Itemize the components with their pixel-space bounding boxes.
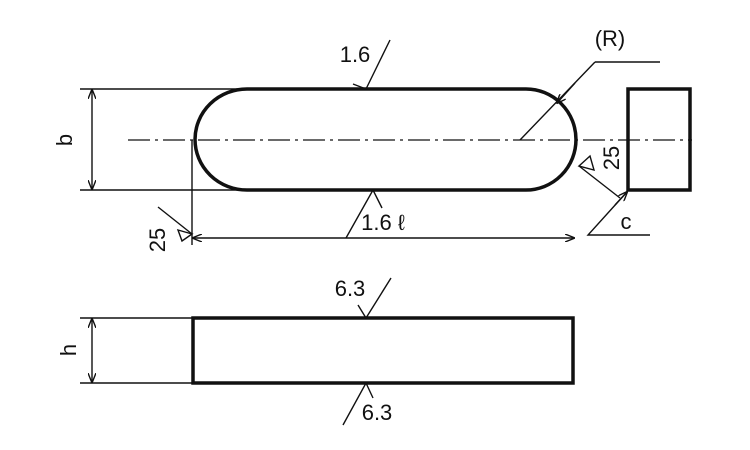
radius-label: (R) [595,26,626,51]
key-outline-side [191,316,575,385]
roughness-symbol [352,39,391,90]
chamfer-label: c [621,209,632,234]
roughness-triangle [176,228,194,243]
height-label: h [56,344,81,356]
side-view: h 6.3 6.3 [56,276,575,426]
chamfer-leader [586,192,650,236]
key-outline-top [193,87,578,192]
roughness-right: 25 [599,146,624,170]
length-label: 1.6 ℓ [361,210,406,235]
roughness-top-side: 6.3 [335,276,366,301]
end-view [626,87,692,192]
chamfer-arrow [614,192,627,206]
roughness-symbol [345,188,383,239]
radius-arrow [557,82,576,103]
radius-leader [519,61,596,141]
width-label: b [52,134,77,146]
roughness-leader [157,206,193,235]
top-view: b (R) 1.6 1.6 ℓ 25 25 c [52,26,692,252]
roughness-bottom-side: 6.3 [362,400,393,425]
roughness-symbol [357,277,392,320]
roughness-top: 1.6 [340,42,371,67]
roughness-leader [578,165,621,199]
roughness-symbol [342,381,374,426]
roughness-triangle [577,154,596,171]
roughness-left: 25 [145,228,170,252]
